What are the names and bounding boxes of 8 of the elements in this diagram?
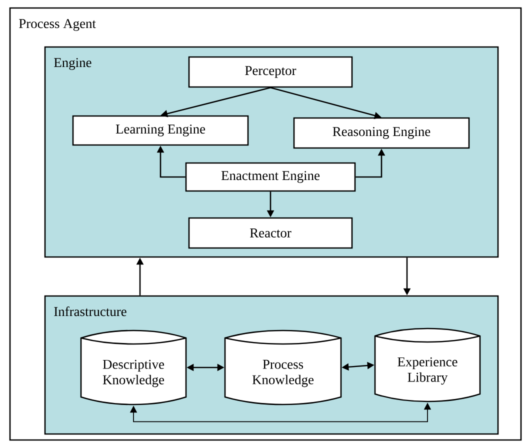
process-box: Reasoning Engine xyxy=(293,117,470,149)
database-cylinder: Descriptive Knowledge xyxy=(80,330,187,406)
database-cylinder: Experience Library xyxy=(374,328,481,402)
process-box: Learning Engine xyxy=(72,115,249,146)
database-cylinder: Process Knowledge xyxy=(224,330,342,406)
process-box: Enactment Engine xyxy=(185,162,356,192)
process-box: Reactor xyxy=(188,217,353,249)
process-box: Perceptor xyxy=(188,56,353,88)
